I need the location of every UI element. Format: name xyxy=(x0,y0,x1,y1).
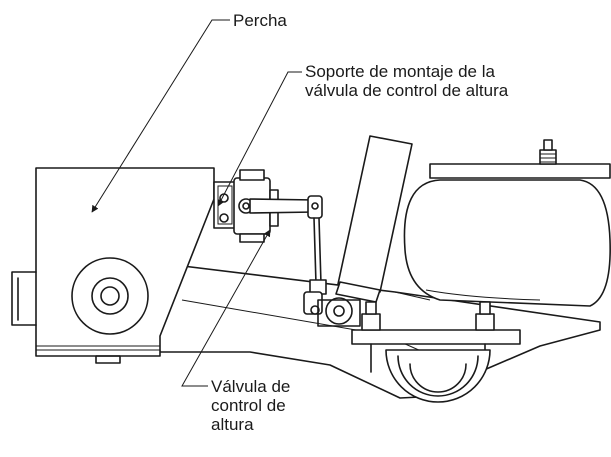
axle xyxy=(385,349,491,403)
valve-label-line-3: altura xyxy=(211,415,254,434)
valve-mounting-bracket xyxy=(213,181,237,229)
bracket-label: Soporte de montaje de la válvula de cont… xyxy=(305,62,508,100)
pivot-bushing xyxy=(71,257,149,335)
valve-label-line-2: control de xyxy=(211,396,286,415)
hanger-label-text: Percha xyxy=(233,11,287,30)
valve-label-line-1: Válvula de xyxy=(211,377,291,396)
bracket-label-line-2: válvula de control de altura xyxy=(305,81,509,100)
axle-seat xyxy=(351,301,521,373)
hanger-label: Percha xyxy=(233,11,287,30)
valve-label: Válvula de control de altura xyxy=(211,377,290,434)
leader-lines xyxy=(91,19,302,387)
bracket-label-line-1: Soporte de montaje de la xyxy=(305,62,495,81)
shock-absorber xyxy=(317,135,413,327)
air-spring xyxy=(403,139,611,307)
height-control-valve xyxy=(233,169,327,315)
